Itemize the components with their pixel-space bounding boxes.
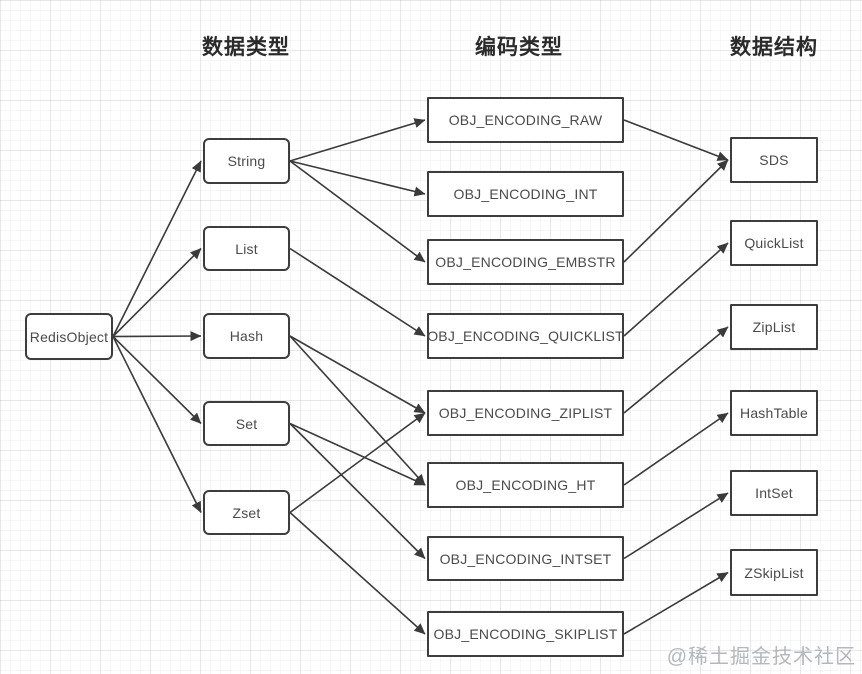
column-header-data-types: 数据类型: [202, 36, 290, 59]
edge-redisobject-string: [112, 160, 202, 337]
node-enc-intset: OBJ_ENCODING_INTSET: [427, 536, 624, 581]
edge-redisobject-zset: [112, 336, 202, 513]
edge-set-enc-ht: [289, 422, 426, 486]
node-redisobject: RedisObject: [25, 313, 113, 360]
node-enc-skiplist: OBJ_ENCODING_SKIPLIST: [427, 611, 624, 657]
edge-redisobject-list: [112, 247, 202, 338]
edge-string-enc-int: [289, 160, 426, 197]
node-zset: Zset: [203, 490, 290, 535]
edge-enc-embstr-sds: [623, 159, 729, 263]
edge-enc-skiplist-zskiplist: [623, 571, 729, 635]
node-hash: Hash: [203, 313, 290, 359]
node-enc-quicklist: OBJ_ENCODING_QUICKLIST: [427, 313, 624, 359]
edge-redisobject-set: [112, 335, 202, 425]
edge-string-enc-embstr: [289, 160, 426, 263]
node-intset: IntSet: [730, 470, 818, 516]
edge-string-enc-raw: [289, 118, 426, 162]
node-enc-int: OBJ_ENCODING_INT: [427, 171, 624, 217]
node-zskiplist: ZSkipList: [730, 549, 818, 596]
node-enc-ziplist: OBJ_ENCODING_ZIPLIST: [427, 390, 624, 436]
edge-enc-quicklist-quicklist: [623, 242, 729, 337]
node-enc-raw: OBJ_ENCODING_RAW: [427, 97, 624, 143]
node-quicklist: QuickList: [730, 220, 818, 266]
column-header-data-structures: 数据结构: [730, 36, 818, 59]
node-sds: SDS: [730, 137, 818, 183]
watermark-text: @稀土掘金技术社区: [666, 646, 856, 668]
edge-hash-enc-ht: [289, 335, 426, 486]
node-ziplist: ZipList: [730, 304, 818, 350]
node-set: Set: [203, 401, 290, 446]
node-list: List: [203, 226, 290, 271]
node-string: String: [203, 138, 290, 184]
edge-redisobject-hash: [112, 331, 202, 342]
edge-list-enc-quicklist: [289, 247, 426, 337]
edge-enc-ht-hashtable: [623, 412, 729, 486]
edge-hash-enc-ziplist: [289, 335, 426, 414]
edge-zset-enc-skiplist: [289, 511, 426, 635]
edge-set-enc-intset: [289, 422, 426, 560]
edge-enc-raw-sds: [623, 119, 729, 161]
edge-enc-intset-intset: [623, 492, 729, 560]
node-enc-embstr: OBJ_ENCODING_EMBSTR: [427, 239, 624, 285]
node-hashtable: HashTable: [730, 390, 818, 436]
column-header-encoding-types: 编码类型: [475, 36, 563, 59]
node-enc-ht: OBJ_ENCODING_HT: [427, 462, 624, 508]
edge-enc-ziplist-ziplist: [623, 326, 729, 414]
edge-zset-enc-ziplist: [289, 412, 426, 514]
